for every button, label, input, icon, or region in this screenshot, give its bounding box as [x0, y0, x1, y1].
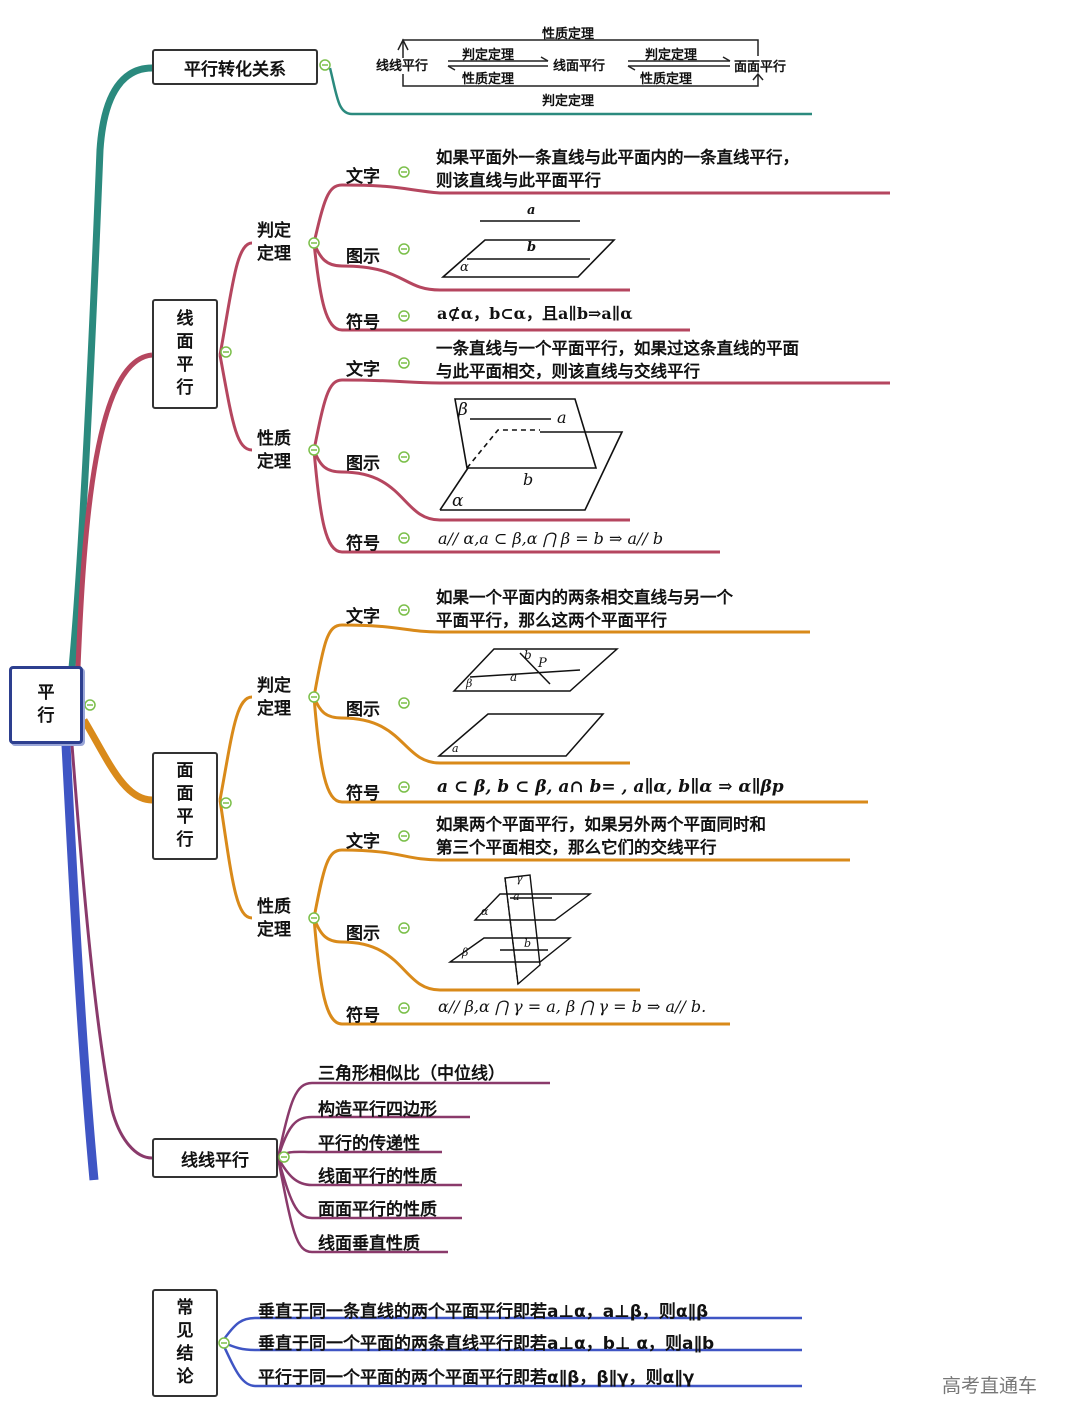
transfer-top-label: 性质定理	[542, 27, 595, 42]
lp-judge-fig-b: b	[527, 240, 537, 255]
line-line-item[interactable]: 线面平行的性质	[318, 1167, 437, 1187]
transfer-title: 平行转化关系	[184, 59, 286, 80]
pp-judge-fig-alpha: a	[452, 742, 459, 755]
pp-prop-fig-gamma: γ	[516, 872, 523, 885]
lp-judge-fig-a: a	[527, 203, 536, 218]
plane-plane-judge-figure-label[interactable]: 图示	[346, 700, 380, 720]
lp-judge-fig-alpha: α	[460, 260, 469, 275]
pp-judge-fig-beta: β	[466, 677, 473, 690]
plane-plane-judge-text-label[interactable]: 文字	[346, 607, 380, 627]
pp-judge-fig-a: a	[510, 670, 518, 684]
conclusion-item[interactable]: 垂直于同一个平面的两条直线平行即若a⊥α，b⊥ α，则a∥b	[258, 1334, 715, 1354]
plane-plane-judge-label[interactable]: 判定 定理	[257, 676, 291, 719]
plane-plane-property-figure-label[interactable]: 图示	[346, 924, 380, 944]
branch-blue-thin	[70, 744, 153, 1160]
line-plane-judge-symbol: a⊄α，b⊂α，且a∥b⇒a∥α	[437, 304, 633, 323]
line-plane-judge-label[interactable]: 判定 定理	[257, 221, 291, 264]
pp-prop-fig-a: a	[513, 890, 520, 903]
line-line-item[interactable]: 面面平行的性质	[318, 1200, 437, 1220]
branch-teal	[68, 64, 153, 669]
conclusions-char-3: 结	[176, 1344, 194, 1364]
conclusions-char-4: 论	[176, 1367, 194, 1387]
line-plane-judge-figure-label[interactable]: 图示	[346, 247, 380, 267]
pp-prop-fig-beta: β	[462, 946, 469, 959]
conclusion-item[interactable]: 垂直于同一条直线的两个平面平行即若a⊥α，a⊥β，则α∥β	[258, 1302, 709, 1322]
root-node[interactable]: 平 行	[9, 666, 83, 744]
lp-prop-fig-b: b	[523, 470, 534, 489]
line-line-item[interactable]: 线面垂直性质	[318, 1234, 420, 1254]
pp-prop-fig-b: b	[524, 937, 532, 950]
branch-teal-under	[328, 67, 812, 116]
line-plane-property-symbol: a// α,a ⊂ β,α ⋂ β = b ⇒ a// b	[438, 529, 664, 548]
branch-orange	[80, 718, 153, 804]
plane-plane-judge-text: 如果一个平面内的两条相交直线与另一个 平面平行，那么这两个平面平行	[436, 588, 733, 630]
plane-plane-judge-symbol: a ⊂ β, b ⊂ β, a∩ b= , a∥α, b∥α ⇒ α∥βp	[437, 777, 784, 797]
branch-crimson	[75, 352, 153, 669]
plane-plane-property-text: 如果两个平面平行，如果另外两个平面同时和 第三个平面相交，那么它们的交线平行	[436, 815, 766, 857]
transfer-arrow2-bottom: 性质定理	[640, 72, 693, 87]
pp-prop-fig-alpha: α	[481, 905, 489, 918]
root-char-2: 行	[37, 706, 55, 726]
plane-plane-property-label[interactable]: 性质 定理	[257, 897, 291, 940]
line-plane-property-figure-label[interactable]: 图示	[346, 454, 380, 474]
plane-plane-judge-symbol-label[interactable]: 符号	[346, 784, 380, 804]
pp-judge-fig-b: b	[524, 648, 532, 662]
line-line-node[interactable]: 线线平行	[152, 1138, 278, 1178]
line-plane-node[interactable]: 线 面 平 行	[152, 299, 218, 409]
plane-plane-char-3: 平	[176, 807, 194, 827]
line-plane-judge-text-label[interactable]: 文字	[346, 167, 380, 187]
transfer-arrow1-bottom: 性质定理	[462, 72, 515, 87]
figure-plane-plane-property	[447, 874, 593, 986]
transfer-node[interactable]: 平行转化关系	[152, 49, 318, 85]
lp-prop-fig-beta: β	[458, 400, 468, 420]
line-plane-char-1: 线	[176, 309, 194, 329]
conclusions-char-2: 见	[176, 1321, 194, 1341]
line-line-item[interactable]: 构造平行四边形	[318, 1100, 437, 1120]
line-plane-property-text-label[interactable]: 文字	[346, 360, 380, 380]
line-line-item[interactable]: 平行的传递性	[318, 1134, 420, 1154]
line-line-item[interactable]: 三角形相似比（中位线）	[318, 1064, 505, 1084]
line-plane-char-4: 行	[176, 378, 194, 398]
plane-plane-property-text-label[interactable]: 文字	[346, 832, 380, 852]
conclusions-char-1: 常	[176, 1298, 194, 1318]
figure-plane-plane-judge	[436, 648, 619, 757]
plane-plane-char-4: 行	[176, 830, 194, 850]
plane-plane-char-2: 面	[176, 784, 194, 804]
line-plane-judge-text: 如果平面外一条直线与此平面内的一条直线平行， 则该直线与此平面平行	[436, 148, 799, 190]
figure-line-plane-judge	[440, 220, 616, 278]
plane-plane-property-symbol-label[interactable]: 符号	[346, 1006, 380, 1026]
transfer-node-plane-plane: 面面平行	[734, 60, 787, 75]
lp-prop-fig-alpha: α	[452, 491, 464, 511]
transfer-node-line-line: 线线平行	[376, 59, 429, 74]
line-plane-property-symbol-label[interactable]: 符号	[346, 534, 380, 554]
conclusions-node[interactable]: 常 见 结 论	[152, 1289, 218, 1397]
line-line-title: 线线平行	[181, 1150, 249, 1171]
line-plane-char-3: 平	[176, 355, 194, 375]
transfer-arrow1-top: 判定定理	[462, 48, 515, 63]
transfer-node-line-plane: 线面平行	[553, 59, 606, 74]
plane-plane-property-symbol: α// β,α ⋂ γ = a, β ⋂ γ = b ⇒ a// b.	[438, 997, 707, 1016]
figure-line-plane-property	[439, 398, 624, 511]
transfer-arrow2-top: 判定定理	[645, 48, 698, 63]
line-plane-property-label[interactable]: 性质 定理	[257, 429, 291, 472]
line-plane-char-2: 面	[176, 332, 194, 352]
plane-plane-node[interactable]: 面 面 平 行	[152, 752, 218, 860]
watermark: 高考直通车	[942, 1375, 1038, 1397]
branch-blue	[61, 744, 99, 1181]
lp-prop-fig-a: a	[557, 408, 567, 427]
root-char-1: 平	[37, 683, 55, 703]
transfer-bottom-label: 判定定理	[542, 94, 595, 109]
line-plane-property-text: 一条直线与一个平面平行，如果过这条直线的平面 与此平面相交，则该直线与交线平行	[436, 339, 799, 381]
conclusion-item[interactable]: 平行于同一个平面的两个平面平行即若α∥β，β∥γ，则α∥γ	[258, 1368, 695, 1388]
plane-plane-char-1: 面	[176, 761, 194, 781]
pp-judge-fig-p: P	[538, 656, 547, 671]
line-plane-judge-symbol-label[interactable]: 符号	[346, 313, 380, 333]
